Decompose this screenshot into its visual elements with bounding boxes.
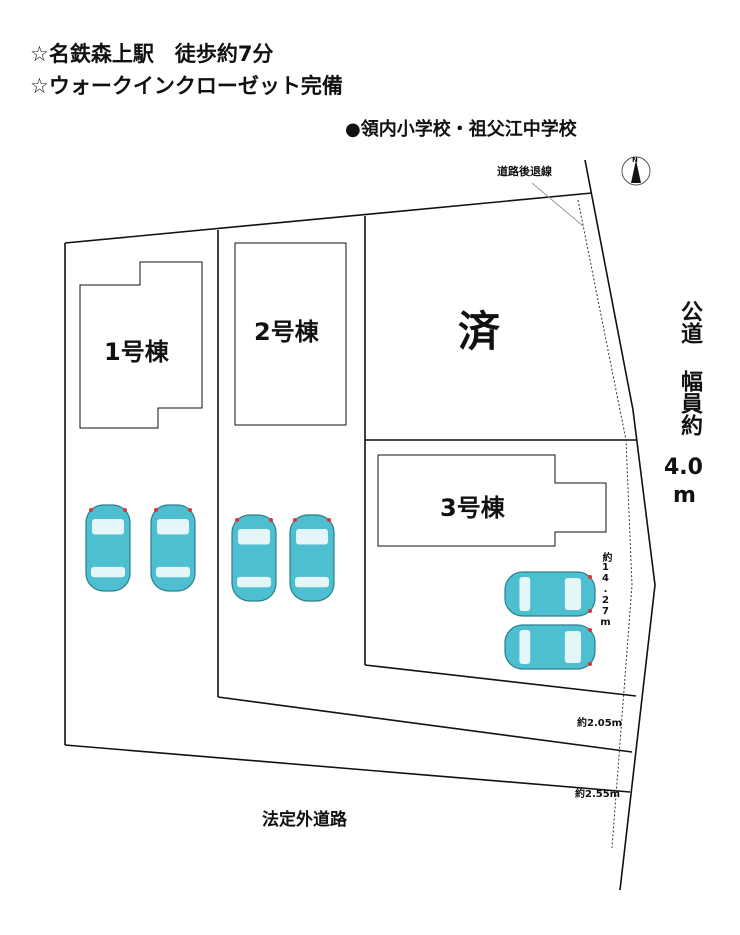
feature-info: ☆ウォークインクローゼット完備: [30, 74, 343, 98]
road-width-label: 幅員約: [677, 370, 702, 436]
car-icon: [504, 571, 596, 617]
car-icon: [85, 504, 131, 592]
north-arrow-icon: [621, 156, 651, 186]
sold-label: 済: [458, 307, 501, 356]
setback-label: 道路後退線: [497, 165, 552, 178]
frontage-dimension: 約14.27m: [600, 552, 611, 628]
public-road-label: 公道: [677, 300, 702, 344]
house-3-outline: [377, 454, 607, 547]
lot-boundary-bottom: [64, 744, 631, 793]
north-label: N: [632, 156, 638, 164]
house-2-outline: [234, 242, 347, 426]
driveway-line: [217, 696, 633, 753]
width-dimension-1: 約2.05m: [577, 718, 623, 729]
setback-line: [577, 199, 633, 849]
lot-2-label: 2号棟: [254, 318, 319, 346]
road-width-value: 4.0: [664, 455, 703, 480]
lot-1-label: 1号棟: [104, 338, 169, 366]
car-icon: [504, 624, 596, 670]
house-1-outline: [79, 261, 203, 429]
setback-leader: [531, 182, 584, 227]
width-dimension-2: 約2.55m: [575, 789, 621, 800]
car-icon: [231, 514, 277, 602]
lot-boundary-top: [64, 192, 593, 244]
road-edge-east: [584, 159, 656, 891]
car-icon: [150, 504, 196, 592]
lot3-south-line: [364, 664, 637, 697]
lot-3-label: 3号棟: [440, 494, 505, 522]
south-road-label: 法定外道路: [262, 810, 347, 830]
school-info: ●領内小学校・祖父江中学校: [345, 119, 577, 140]
road-width-unit: m: [673, 483, 696, 508]
car-icon: [289, 514, 335, 602]
access-info: ☆名鉄森上駅 徒歩約7分: [30, 42, 274, 66]
